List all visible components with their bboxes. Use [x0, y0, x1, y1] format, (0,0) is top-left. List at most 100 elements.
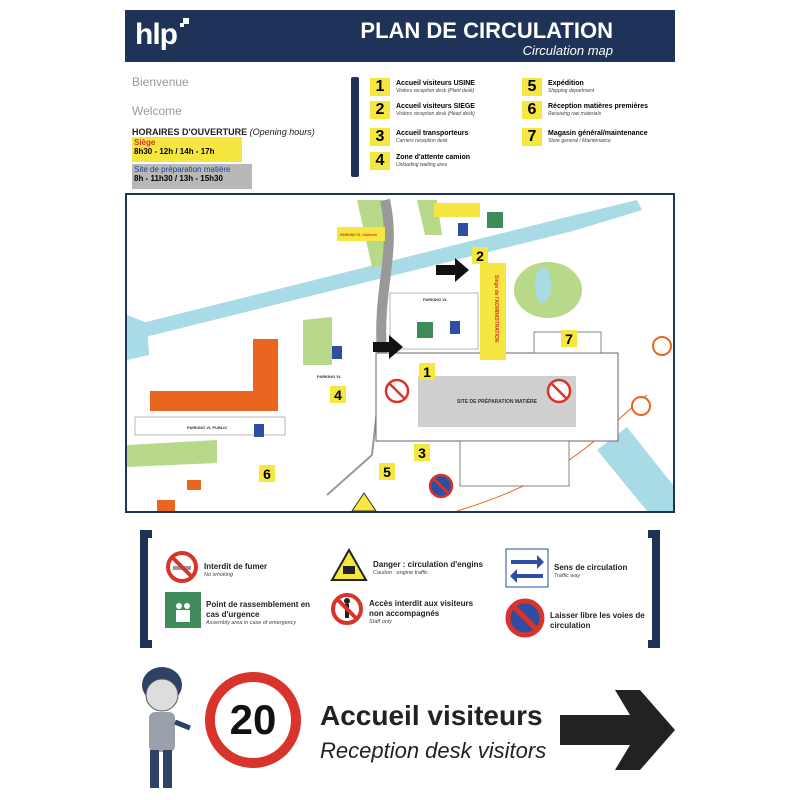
logo: hlp — [135, 18, 178, 51]
building-label: SITE DE PRÉPARATION MATIÈRE — [457, 397, 538, 405]
assembly-point-icon — [487, 212, 503, 228]
location-marker-bg — [379, 463, 395, 480]
welcome-fr: Bienvenue — [132, 75, 189, 89]
location-marker-bg — [561, 330, 577, 347]
location-marker-bg — [414, 444, 430, 461]
page-title: PLAN DE CIRCULATION — [360, 18, 613, 43]
siege-hours: 8h30 - 12h / 14h - 17h — [134, 147, 215, 156]
location-name: Accueil visiteurs SIEGE — [396, 103, 475, 110]
hours-title: HORAIRES D'OUVERTURE (Opening hours) — [132, 127, 315, 137]
assembly-point-icon — [417, 322, 433, 338]
location-number: 2 — [370, 101, 390, 119]
location-name-en: Visitors reception desk (Plant desk) — [396, 88, 475, 94]
admin-label: Siège de l'ADMINISTRATION — [493, 275, 499, 343]
location-name-en: Receiving raw materials — [548, 111, 602, 117]
canal — [142, 217, 573, 337]
location-marker-bg — [419, 363, 435, 380]
sign-label: Sens de circulation — [554, 562, 628, 572]
location-marker-bg — [259, 465, 275, 482]
no-smoking-icon — [652, 336, 672, 356]
sign-label: Laisser libre les voies de circulation — [550, 610, 645, 630]
parking-icon — [458, 223, 468, 236]
admin-building-label-box — [480, 263, 506, 360]
location-name: Zone d'attente camion — [396, 154, 471, 161]
arrow-right-icon — [560, 690, 675, 770]
no-pedestrian-icon — [330, 592, 364, 631]
location-name: Accueil transporteurs — [396, 130, 469, 137]
parking-public-label: PARKING VL PUBLIC — [187, 425, 227, 430]
site-label: Site de préparation matière — [134, 165, 231, 174]
sign-legend-item: Laisser libre les voies de circulation — [505, 598, 665, 643]
sign-legend-item: Accès interdit aux visiteurs non accompa… — [330, 592, 484, 631]
location-marker: 7 — [565, 331, 573, 347]
location-name-en: Unloading waiting area — [396, 162, 447, 168]
logo-mark — [183, 18, 189, 24]
road — [376, 198, 394, 356]
no-pedestrian-icon — [546, 378, 572, 404]
location-name-en: Shipping department — [548, 88, 595, 94]
river — [597, 427, 673, 511]
sign-label: Point de rassemblement en cas d'urgence — [206, 599, 311, 619]
sign-label: Accès interdit aux visiteurs non accompa… — [369, 598, 474, 618]
map-svg: PARKING VL PUBLIC PARKING VL PARKING VL … — [127, 195, 673, 512]
site-hours-box: Site de préparation matière 8h - 11h30 /… — [132, 164, 252, 189]
location-marker: 3 — [418, 445, 426, 461]
danger-vehicles-icon — [330, 547, 368, 587]
parking-icon — [332, 346, 342, 359]
arrow-right-icon — [436, 258, 469, 282]
sign-label-en: Assembly area in case of emergency — [206, 619, 297, 626]
siege-label: Siège — [134, 138, 156, 147]
location-marker-bg — [472, 247, 488, 264]
assembly-point-icon — [165, 592, 201, 633]
map-arrows — [373, 258, 469, 359]
arrow-right-icon — [373, 335, 403, 359]
location-number: 4 — [370, 152, 390, 170]
location-marker-bg — [330, 386, 346, 403]
site-hours: 8h - 11h30 / 13h - 15h30 — [134, 174, 223, 183]
welcome-en: Welcome — [132, 104, 182, 118]
location-name-en: Carriers reception desk — [396, 138, 448, 144]
location-marker: 4 — [334, 387, 342, 403]
parking-icon — [254, 424, 264, 437]
traffic-direction-icon — [505, 548, 549, 593]
location-name: Expédition — [548, 80, 584, 87]
parking-visitors-label: PARKING VL Visiteurs — [340, 233, 377, 237]
sign-label: Danger : circulation d'engins — [373, 559, 483, 569]
location-name: Accueil visiteurs USINE — [396, 80, 475, 87]
location-marker: 1 — [423, 364, 431, 380]
sign-label: Interdit de fumer — [204, 561, 268, 571]
location-number: 3 — [370, 128, 390, 146]
sign-label-en: Staff only — [369, 618, 392, 625]
no-smoking-icon — [165, 550, 199, 589]
hours-title-en: (Opening hours) — [249, 127, 315, 137]
mascot-illustration — [142, 667, 191, 788]
parking-icons — [254, 223, 468, 437]
sign-label-en: Traffic way — [554, 572, 581, 579]
location-name-en: Visitors reception desk (Head desk) — [396, 111, 475, 117]
divider — [351, 77, 359, 177]
location-name-en: Store general / Maintenance — [548, 138, 611, 144]
page-subtitle: Circulation map — [522, 43, 613, 58]
parking-lot — [389, 292, 479, 350]
parking-label-2: PARKING VL — [317, 374, 342, 379]
no-pedestrian-icon — [384, 378, 410, 404]
speed-limit-sign: 20 — [205, 672, 301, 768]
sign-label-en: Caution : engine traffic — [373, 569, 429, 576]
reception-label-en: Reception desk visitors — [320, 738, 547, 763]
location-name: Magasin général/maintenance — [548, 130, 648, 137]
location-marker: 5 — [383, 464, 391, 480]
site-map: PARKING VL PUBLIC PARKING VL PARKING VL … — [125, 193, 675, 513]
location-marker: 2 — [476, 248, 484, 264]
location-number: 7 — [522, 128, 542, 146]
